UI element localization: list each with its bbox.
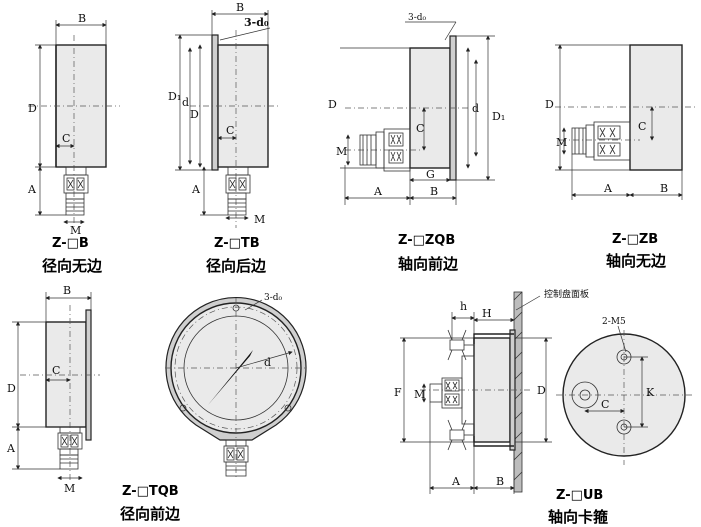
- fig2-model: Z-□TB: [214, 236, 260, 251]
- fig5-label-c: C: [52, 364, 60, 377]
- fig6-label-d: D: [537, 384, 546, 397]
- fig5-model: Z-□TQB: [122, 484, 179, 499]
- figure-1-drawing: [28, 20, 120, 230]
- fig3-name: 轴向前边: [398, 255, 459, 273]
- fig2-label-b: B: [236, 1, 244, 14]
- fig1-label-b: B: [78, 12, 86, 25]
- fig6-name: 轴向卡箍: [548, 508, 609, 526]
- figure-2-drawing: [175, 10, 280, 228]
- fig4-label-m: M: [556, 136, 567, 149]
- fig6-label-b: B: [496, 475, 504, 488]
- fig2-name: 径向后边: [206, 257, 267, 275]
- fig3-label-m: M: [336, 145, 347, 158]
- fig4-label-a: A: [603, 182, 613, 195]
- fig2-label-holes: 3-d₀: [244, 16, 269, 29]
- fig6-label-hh: H: [482, 307, 492, 320]
- fig5-label-b: B: [63, 284, 71, 297]
- fig6-label-m5: 2-M5: [602, 317, 626, 327]
- fig6-label-panel: 控制盘面板: [544, 288, 589, 300]
- fig1-label-d: D: [28, 102, 37, 115]
- fig6-model: Z-□UB: [556, 488, 604, 503]
- fig2-label-m: M: [254, 213, 265, 226]
- fig6-label-m: M: [414, 388, 425, 401]
- figure-5-drawing: [12, 292, 100, 481]
- fig4-model: Z-□ZB: [612, 232, 659, 247]
- fig2-label-d: D: [190, 108, 199, 121]
- fig3-label-holes: 3-d₀: [408, 13, 427, 23]
- fig6-label-h: h: [460, 300, 467, 313]
- fig3-label-g: G: [426, 168, 435, 181]
- fig4-label-c: C: [638, 120, 646, 133]
- figure-3-drawing: [340, 21, 495, 205]
- fig5-label-m: M: [64, 482, 75, 495]
- fig3-label-a: A: [373, 185, 383, 198]
- fig3-label-c: C: [416, 122, 424, 135]
- fig2-label-a: A: [191, 183, 201, 196]
- fig3-model: Z-□ZQB: [398, 233, 456, 248]
- fig1-name: 径向无边: [42, 257, 103, 275]
- fig4-label-d: D: [545, 98, 554, 111]
- fig6-label-f: F: [394, 386, 402, 399]
- fig3-label-d-small: d: [472, 102, 479, 115]
- fig2-label-c: C: [226, 124, 234, 137]
- fig5-label-holes: 3-d₀: [264, 293, 283, 303]
- fig6-label-a: A: [451, 475, 461, 488]
- fig4-name: 轴向无边: [606, 252, 667, 270]
- fig2-label-d1: D₁: [168, 90, 181, 103]
- fig5-label-a: A: [6, 442, 16, 455]
- figure-4-drawing: [555, 44, 695, 200]
- fig6-label-k: K: [646, 386, 655, 399]
- fig5-label-d-small: d: [264, 356, 271, 369]
- fig2-label-d-small: d: [182, 96, 189, 109]
- figure-5-front-view: [165, 297, 308, 478]
- figure-6-back-view: [556, 325, 692, 465]
- figure-6-drawing: [400, 291, 552, 494]
- fig1-label-a: A: [27, 183, 37, 196]
- fig5-label-d: D: [7, 382, 16, 395]
- fig5-name: 径向前边: [120, 505, 181, 523]
- fig3-label-d: D: [328, 98, 337, 111]
- fig3-label-d1: D₁: [492, 110, 505, 123]
- fig3-label-b: B: [430, 185, 438, 198]
- fig1-label-c: C: [62, 132, 70, 145]
- fig4-label-b: B: [660, 182, 668, 195]
- fig1-label-m: M: [70, 224, 81, 237]
- fig6-label-c: C: [601, 398, 609, 411]
- fig1-model: Z-□B: [52, 236, 89, 251]
